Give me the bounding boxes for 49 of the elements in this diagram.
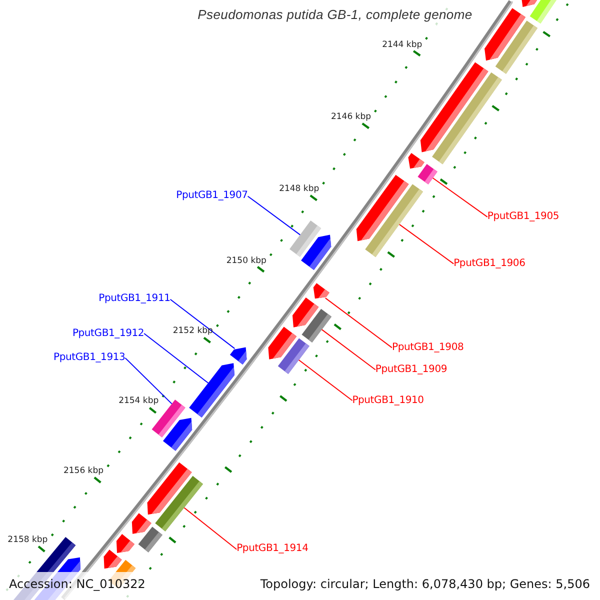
leader-line [184, 507, 238, 550]
tick-label: 2156 kbp [63, 466, 104, 476]
pointed-gene-bar [522, 0, 538, 8]
accession-text: Accession: NC_010322 [9, 576, 146, 592]
pointed-gene-bar [104, 550, 122, 569]
gene-label: PputGB1_1908 [392, 342, 464, 354]
gene-bar [138, 526, 162, 552]
tick-label: 2146 kbp [330, 112, 372, 122]
pointed-gene-bar [230, 347, 247, 364]
tick-label: 2144 kbp [382, 40, 422, 50]
tick-label: 2154 kbp [118, 396, 159, 406]
gene-label: PputGB1_1910 [352, 394, 424, 406]
gene-label: PputGB1_1905 [487, 210, 560, 223]
gene-bar [530, 0, 556, 24]
pointed-gene-bar [116, 534, 135, 553]
pointed-gene-bar [147, 462, 192, 515]
leader-line [324, 298, 392, 348]
tick-label: 2148 kbp [279, 184, 320, 194]
gene-label: PputGB1_1912 [72, 328, 144, 340]
leader-line [321, 329, 376, 370]
gene-label: PputGB1_1913 [54, 352, 126, 364]
leader-line [298, 360, 353, 401]
gene-label: PputGB1_1906 [454, 258, 526, 270]
gene-bar [495, 20, 538, 74]
pointed-gene-bar [132, 513, 152, 534]
gene-label: PputGB1_1907 [176, 190, 248, 202]
leader-line [432, 178, 488, 218]
tick-label: 2158 kbp [8, 534, 48, 544]
pointed-gene-bar [268, 326, 297, 360]
leader-line [144, 333, 209, 384]
pointed-gene-bar [356, 174, 409, 242]
leader-line [247, 196, 301, 236]
pointed-gene-bar [189, 363, 234, 418]
gene-label: PputGB1_1911 [98, 293, 170, 306]
gene-label: PputGB1_1909 [375, 364, 448, 376]
pointed-gene-bar [162, 418, 192, 451]
pointed-gene-bar [301, 234, 332, 270]
gene-label: PputGB1_1914 [236, 543, 308, 556]
pointed-gene-bar [408, 153, 424, 169]
genome-stats-text: Topology: circular; Length: 6,078,430 bp; Genes: 5,506 [260, 576, 590, 592]
pointed-gene-bar [313, 283, 330, 299]
tick-label: 2150 kbp [226, 256, 266, 266]
leader-line [124, 357, 172, 404]
tick-label: 2152 kbp [172, 326, 213, 336]
pointed-gene-bar [292, 297, 319, 328]
gene-bar [432, 72, 502, 164]
gene-bar [418, 164, 438, 184]
leader-line [170, 298, 236, 350]
leader-line [398, 224, 454, 264]
